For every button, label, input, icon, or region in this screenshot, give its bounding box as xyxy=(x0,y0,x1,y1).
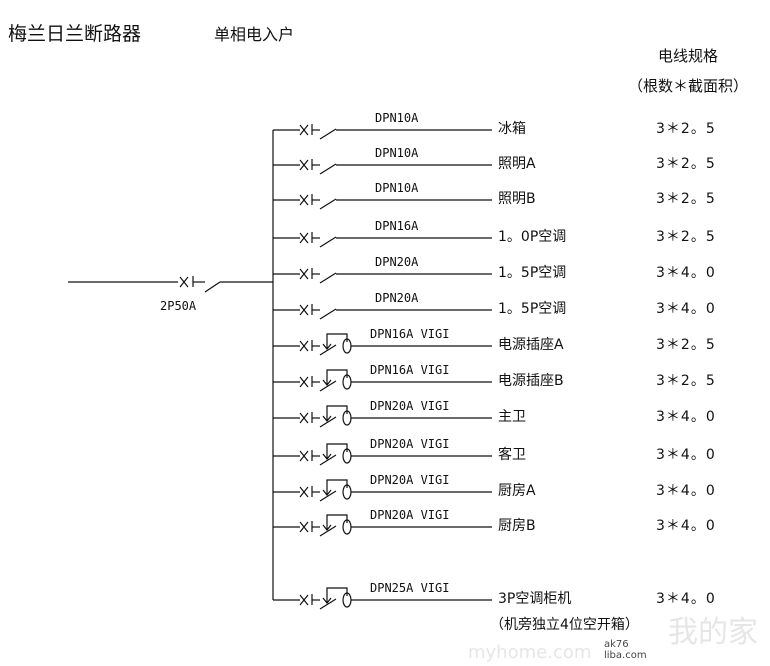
breaker-symbol xyxy=(299,486,313,498)
breaker-label: DPN25A VIGI xyxy=(370,581,450,595)
breaker-switch xyxy=(319,454,337,466)
load-label: 照明A xyxy=(498,156,536,172)
breaker-switch xyxy=(319,128,337,140)
breaker-switch xyxy=(319,416,337,428)
breaker-switch xyxy=(319,380,337,392)
breaker-label: DPN10A xyxy=(375,181,419,195)
load-label: 1。0P空调 xyxy=(498,229,567,245)
wire-spec: 3＊4。0 xyxy=(656,518,716,534)
rcd-trip-link xyxy=(326,333,348,349)
breaker-switch xyxy=(319,344,337,356)
breaker-symbol xyxy=(299,412,313,424)
breaker-switch xyxy=(319,272,337,284)
load-label: 1。5P空调 xyxy=(498,301,567,317)
wire-spec: 3＊2。5 xyxy=(656,337,716,353)
credit-site: liba.com xyxy=(604,650,647,661)
breaker-symbol xyxy=(299,268,313,280)
wire-spec: 3＊2。5 xyxy=(656,121,716,137)
rcd-arrow xyxy=(322,453,332,460)
wire-spec: 3＊4。0 xyxy=(656,483,716,499)
breaker-switch xyxy=(319,490,337,502)
load-label: 客卫 xyxy=(498,447,526,463)
breaker-symbol xyxy=(299,232,313,244)
breaker-switch xyxy=(319,198,337,210)
breaker-switch xyxy=(319,163,337,175)
main-breaker-label: 2P50A xyxy=(160,299,197,313)
rcd-trip-link xyxy=(326,514,348,530)
breaker-symbol xyxy=(299,450,313,462)
wire-spec: 3＊4。0 xyxy=(656,265,716,281)
load-label: 电源插座A xyxy=(498,337,564,353)
breaker-symbol xyxy=(299,594,313,606)
wire-spec: 3＊2。5 xyxy=(656,373,716,389)
load-label: 3P空调柜机 xyxy=(498,591,572,607)
breaker-symbol xyxy=(299,159,313,171)
load-label: 主卫 xyxy=(498,409,526,425)
load-label: 1。5P空调 xyxy=(498,265,567,281)
watermark-url: myhome.com xyxy=(468,642,592,663)
spec-header: 电线规格 xyxy=(658,47,719,65)
breaker-label: DPN20A VIGI xyxy=(370,473,450,487)
wire-spec: 3＊4。0 xyxy=(656,591,716,607)
wire-spec: 3＊4。0 xyxy=(656,301,716,317)
breaker-label: DPN16A VIGI xyxy=(370,327,450,341)
main-breaker-symbol xyxy=(179,276,194,288)
breaker-symbol xyxy=(299,124,313,136)
rcd-arrow xyxy=(322,524,332,531)
rcd-arrow xyxy=(322,489,332,496)
rcd-trip-link xyxy=(326,479,348,495)
wire-spec: 3＊2。5 xyxy=(656,191,716,207)
load-label: 厨房B xyxy=(498,518,536,534)
rcd-arrow xyxy=(322,597,332,604)
spec-header-units: （根数＊截面积） xyxy=(628,77,749,95)
breaker-label: DPN10A xyxy=(375,146,419,160)
breaker-switch xyxy=(319,598,337,610)
wire-spec: 3＊2。5 xyxy=(656,156,716,172)
rcd-trip-link xyxy=(326,587,348,603)
breaker-symbol xyxy=(299,376,313,388)
watermark: 我的家 xyxy=(668,615,758,650)
breaker-label: DPN16A xyxy=(375,219,419,233)
wire-spec: 3＊4。0 xyxy=(656,409,716,425)
breaker-switch xyxy=(319,236,337,248)
load-label: 照明B xyxy=(498,191,536,207)
load-label: 冰箱 xyxy=(498,121,526,137)
main-breaker-switch xyxy=(204,281,221,293)
note: （机旁独立4位空开箱） xyxy=(490,617,639,633)
breaker-label: DPN20A VIGI xyxy=(370,399,450,413)
breaker-label: DPN16A VIGI xyxy=(370,363,450,377)
rcd-arrow xyxy=(322,379,332,386)
breaker-label: DPN10A xyxy=(375,111,419,125)
breaker-label: DPN20A VIGI xyxy=(370,508,450,522)
load-label: 电源插座B xyxy=(498,373,564,389)
breaker-symbol xyxy=(299,340,313,352)
breaker-symbol xyxy=(299,521,313,533)
breaker-symbol xyxy=(299,194,313,206)
credit-user: ak76 xyxy=(604,639,629,650)
rcd-arrow xyxy=(322,343,332,350)
breaker-label: DPN20A VIGI xyxy=(370,437,450,451)
breaker-switch xyxy=(319,525,337,537)
breaker-switch xyxy=(319,308,337,320)
breaker-symbol xyxy=(299,304,313,316)
rcd-arrow xyxy=(322,415,332,422)
diagram-subtitle: 单相电入户 xyxy=(214,25,295,44)
breaker-label: DPN20A xyxy=(375,255,419,269)
wire-spec: 3＊2。5 xyxy=(656,229,716,245)
rcd-trip-link xyxy=(326,369,348,385)
wire-spec: 3＊4。0 xyxy=(656,447,716,463)
load-label: 厨房A xyxy=(498,483,536,499)
rcd-trip-link xyxy=(326,405,348,421)
breaker-label: DPN20A xyxy=(375,291,419,305)
rcd-trip-link xyxy=(326,443,348,459)
diagram-title: 梅兰日兰断路器 xyxy=(8,23,142,45)
